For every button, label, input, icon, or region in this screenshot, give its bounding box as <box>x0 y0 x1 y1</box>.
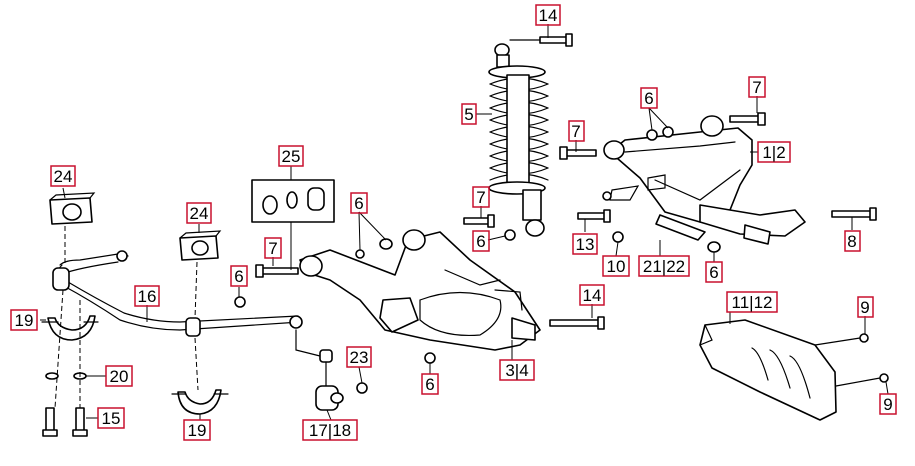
callout-3-4: 3|4 <box>499 359 535 381</box>
svg-text:8: 8 <box>847 232 856 251</box>
svg-text:21|22: 21|22 <box>643 257 685 276</box>
svg-text:7: 7 <box>268 239 277 258</box>
callout-6-bottom: 6 <box>421 373 439 395</box>
callout-16: 16 <box>134 285 160 307</box>
bushing-kit-inset <box>251 179 335 223</box>
callout-19-left: 19 <box>10 309 38 331</box>
stabilizer-bushing-mid <box>179 230 222 261</box>
svg-text:19: 19 <box>15 311 34 330</box>
callout-9-top: 9 <box>857 296 874 318</box>
svg-text:16: 16 <box>138 287 157 306</box>
hardware-bolts-nuts <box>234 33 877 364</box>
callout-6-lower-arm: 6 <box>350 192 368 214</box>
callout-6-left: 6 <box>230 265 248 287</box>
callout-10: 10 <box>602 255 630 277</box>
svg-text:7: 7 <box>476 188 485 207</box>
svg-text:13: 13 <box>576 235 595 254</box>
shock-absorber <box>488 39 571 237</box>
callout-20: 20 <box>105 365 133 387</box>
callout-24-mid: 24 <box>186 202 212 224</box>
leader-lines <box>40 24 889 421</box>
svg-text:10: 10 <box>607 257 626 276</box>
svg-text:1|2: 1|2 <box>762 143 785 162</box>
callout-8: 8 <box>844 230 861 252</box>
svg-text:6: 6 <box>425 375 434 394</box>
svg-text:6: 6 <box>644 89 653 108</box>
svg-text:25: 25 <box>282 147 301 166</box>
svg-text:24: 24 <box>190 204 209 223</box>
callout-6-right-arm: 6 <box>705 261 723 283</box>
stabilizer-bushing-left <box>49 192 96 225</box>
callout-7-left: 7 <box>264 237 282 259</box>
bushing-bracket-bottom <box>171 389 229 415</box>
svg-text:6: 6 <box>476 232 485 251</box>
svg-text:3|4: 3|4 <box>505 361 528 380</box>
callout-23: 23 <box>346 346 372 368</box>
stabilizer-bar <box>52 250 303 337</box>
svg-text:6: 6 <box>354 194 363 213</box>
callout-11-12: 11|12 <box>726 291 778 313</box>
upper-control-arm <box>602 115 806 245</box>
callout-1-2: 1|2 <box>757 141 791 163</box>
bushing-bracket-left <box>41 315 99 341</box>
svg-text:5: 5 <box>464 105 473 124</box>
lower-control-arm <box>299 229 541 351</box>
callout-19-bottom: 19 <box>183 419 211 441</box>
callout-7-upper: 7 <box>568 120 585 142</box>
svg-text:23: 23 <box>350 348 369 367</box>
callout-17-18: 17|18 <box>302 419 358 441</box>
svg-text:15: 15 <box>102 409 121 428</box>
callout-6-mid: 6 <box>472 230 490 252</box>
svg-text:9: 9 <box>883 395 892 414</box>
callout-7-right: 7 <box>748 76 766 98</box>
svg-text:24: 24 <box>54 167 73 186</box>
callout-14-mid: 14 <box>579 284 605 306</box>
callout-13: 13 <box>572 233 598 255</box>
callout-6-upper: 6 <box>640 87 658 109</box>
svg-text:14: 14 <box>539 6 558 25</box>
stabilizer-link <box>295 329 368 411</box>
callout-14-top: 14 <box>535 4 561 26</box>
svg-text:6: 6 <box>234 267 243 286</box>
svg-text:9: 9 <box>860 298 869 317</box>
svg-text:7: 7 <box>571 122 580 141</box>
callout-24-left: 24 <box>50 165 76 187</box>
skid-plate <box>699 319 889 421</box>
svg-text:7: 7 <box>752 78 761 97</box>
svg-text:11|12: 11|12 <box>732 293 773 312</box>
svg-text:19: 19 <box>188 421 207 440</box>
callout-7-lower-arm: 7 <box>472 186 490 208</box>
svg-text:14: 14 <box>583 286 602 305</box>
svg-text:17|18: 17|18 <box>309 421 351 440</box>
callout-5: 5 <box>461 103 477 125</box>
callout-9-bottom: 9 <box>879 393 897 415</box>
callout-15: 15 <box>97 407 125 429</box>
svg-text:6: 6 <box>709 263 718 282</box>
callout-25: 25 <box>278 145 304 167</box>
callout-21-22: 21|22 <box>638 255 690 277</box>
svg-text:20: 20 <box>110 367 129 386</box>
